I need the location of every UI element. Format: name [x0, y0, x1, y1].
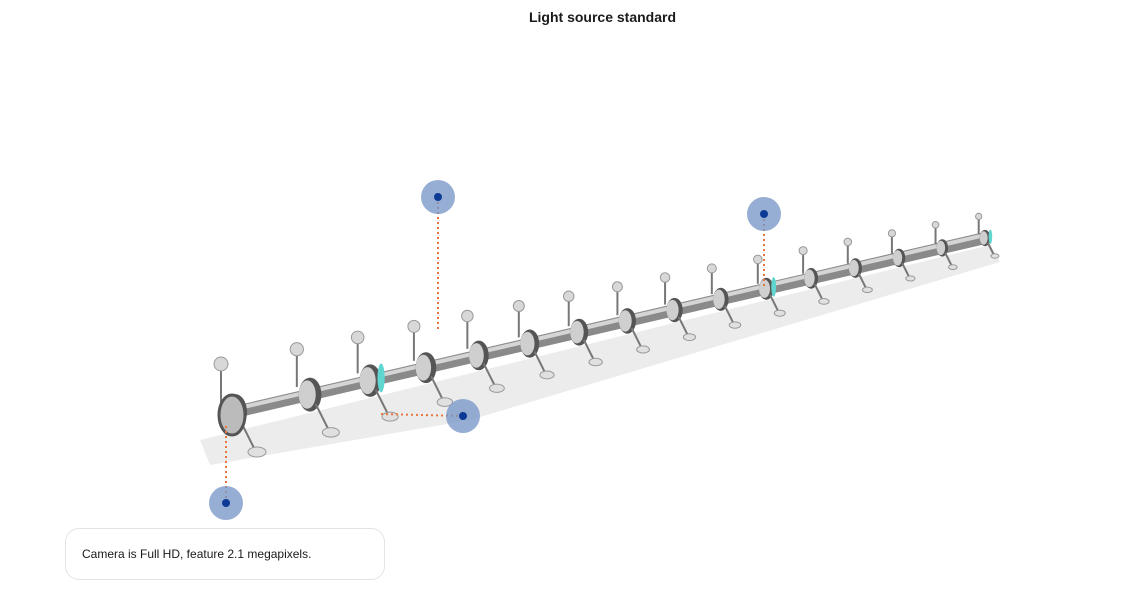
robot-shadow — [200, 245, 1000, 465]
robot-wheel — [350, 330, 365, 345]
robot-wheel — [539, 370, 555, 380]
robot-leg — [813, 283, 824, 301]
page-title: Light source standard — [528, 9, 677, 25]
robot-module-face — [618, 310, 632, 332]
robot-wheel — [489, 383, 505, 393]
leader-lines — [225, 197, 765, 503]
robot-body-highlight — [234, 233, 986, 411]
robot-wheel — [247, 446, 267, 458]
robot-module-face — [520, 331, 535, 356]
robot-module-face — [759, 279, 771, 298]
info-text: Camera is Full HD, feature 2.1 megapixel… — [82, 547, 312, 561]
camera-lens — [217, 393, 247, 437]
robot-wheel — [659, 272, 671, 283]
robot-leg — [677, 316, 689, 337]
robot-module-face — [713, 289, 725, 309]
robot-leg — [482, 363, 497, 388]
info-card: Camera is Full HD, feature 2.1 megapixel… — [65, 528, 385, 580]
robot-module-face — [892, 250, 903, 266]
robot-leg — [769, 294, 780, 313]
robot-module-face — [469, 343, 484, 368]
robot-wheel — [407, 319, 421, 333]
robot-wheel — [706, 263, 717, 274]
robot-wheel — [990, 253, 1000, 259]
robot-leg — [582, 339, 596, 362]
robot-leg — [986, 242, 995, 256]
robot-wheel — [213, 356, 229, 372]
robot-wheel — [753, 254, 763, 265]
robot-leg — [901, 262, 911, 278]
robot-module-face — [666, 299, 679, 321]
robot-leg — [630, 327, 643, 349]
robot-wheel — [975, 212, 983, 221]
hotspot-middle[interactable] — [446, 399, 480, 433]
accent-ring — [771, 277, 777, 297]
robot-wheel — [862, 286, 873, 294]
robot-wheel — [682, 333, 697, 342]
hotspot-light-top[interactable] — [421, 180, 455, 214]
robot-wheel — [798, 246, 808, 256]
robot-wheel — [887, 229, 897, 238]
robot-wheel — [728, 321, 742, 329]
robot-leg — [533, 351, 547, 374]
robot-image — [200, 212, 1000, 465]
robot-wheel — [512, 299, 525, 312]
robot-wheel — [588, 357, 603, 367]
robot-leg — [314, 403, 330, 431]
robot-wheel — [818, 298, 830, 305]
hotspot-upper-right[interactable] — [747, 197, 781, 231]
robot-leg — [430, 375, 445, 401]
robot-wheel — [321, 427, 340, 438]
robot-leg — [723, 305, 735, 325]
robot-wheel — [843, 237, 853, 247]
robot-wheel — [289, 342, 304, 357]
robot-wheel — [948, 264, 958, 271]
accent-ring — [988, 229, 993, 244]
robot-wheel — [611, 281, 623, 293]
robot-leg — [857, 273, 868, 290]
robot-wheel — [381, 411, 399, 422]
robot-wheel — [905, 275, 916, 282]
robot-module-face — [415, 354, 432, 381]
robot-body — [229, 232, 991, 418]
robot-wheel — [773, 309, 786, 317]
robot-leg — [944, 252, 953, 267]
robot-module-face — [298, 380, 316, 409]
robot-module-face — [804, 269, 815, 287]
robot-leg — [374, 389, 390, 416]
hotspot-camera[interactable] — [209, 486, 243, 520]
robot-wheel — [461, 309, 474, 323]
robot-module-face — [570, 320, 584, 344]
robot-module-face — [936, 240, 946, 256]
robot-module-face — [979, 231, 988, 245]
accent-ring — [377, 363, 385, 393]
robot-module-face — [359, 367, 376, 395]
leader-line — [379, 413, 464, 417]
robot-wheel — [636, 345, 650, 354]
robot-wheel — [931, 220, 940, 229]
robot-wheel — [563, 290, 575, 302]
robot-module-face — [848, 259, 859, 277]
